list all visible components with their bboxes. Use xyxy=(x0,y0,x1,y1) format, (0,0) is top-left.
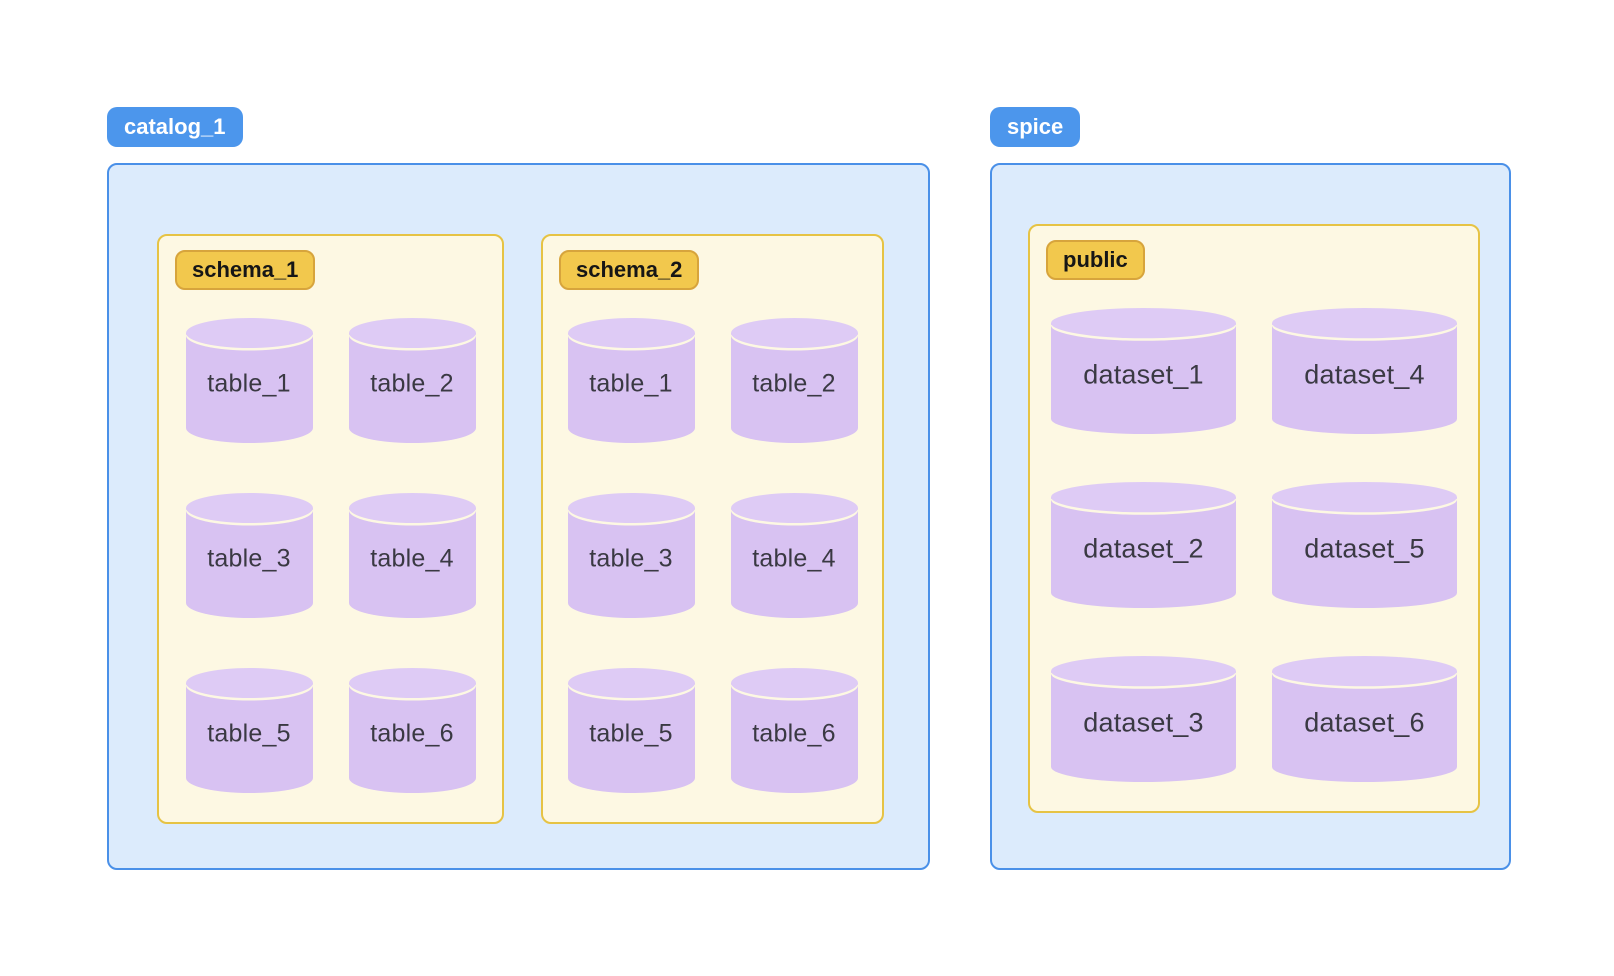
table-label: table_4 xyxy=(752,544,836,573)
public-schema-container: public dataset_1 dataset_2 dataset_3 dat… xyxy=(1028,224,1480,813)
schema-1-badge: schema_1 xyxy=(175,250,316,290)
dataset-cylinder: dataset_3 xyxy=(1051,656,1236,782)
table-label: table_2 xyxy=(752,369,836,398)
public-badge: public xyxy=(1046,240,1145,280)
dataset-cylinder: dataset_5 xyxy=(1272,482,1457,608)
schema-1-container: schema_1 table_1 table_2 table_3 table_4 xyxy=(157,234,504,824)
spice-container: public dataset_1 dataset_2 dataset_3 dat… xyxy=(990,163,1511,870)
table-cylinder: table_6 xyxy=(730,668,858,793)
dataset-cylinder: dataset_1 xyxy=(1051,308,1236,434)
public-dataset-grid: dataset_1 dataset_2 dataset_3 dataset_4 … xyxy=(1030,308,1478,782)
table-label: table_2 xyxy=(370,369,454,398)
table-label: table_5 xyxy=(589,719,673,748)
table-cylinder: table_4 xyxy=(730,493,858,618)
table-cylinder: table_6 xyxy=(348,668,476,793)
dataset-cylinder: dataset_4 xyxy=(1272,308,1457,434)
spice-badge: spice xyxy=(990,107,1081,147)
table-label: table_1 xyxy=(589,369,673,398)
catalog-container: schema_1 table_1 table_2 table_3 table_4 xyxy=(107,163,930,870)
catalog-badge: catalog_1 xyxy=(107,107,243,147)
table-cylinder: table_4 xyxy=(348,493,476,618)
table-label: table_3 xyxy=(589,544,673,573)
dataset-label: dataset_5 xyxy=(1304,533,1425,564)
dataset-cylinder: dataset_2 xyxy=(1051,482,1236,608)
dataset-label: dataset_3 xyxy=(1083,707,1204,738)
schema-1-table-grid: table_1 table_2 table_3 table_4 table_5 xyxy=(159,318,502,793)
schema-2-container: schema_2 table_1 table_2 table_3 table_4 xyxy=(541,234,884,824)
dataset-label: dataset_4 xyxy=(1304,359,1425,390)
table-cylinder: table_5 xyxy=(185,668,313,793)
table-label: table_3 xyxy=(207,544,291,573)
dataset-label: dataset_6 xyxy=(1304,707,1425,738)
table-cylinder: table_1 xyxy=(185,318,313,443)
dataset-label: dataset_1 xyxy=(1083,359,1204,390)
dataset-label: dataset_2 xyxy=(1083,533,1204,564)
table-label: table_6 xyxy=(752,719,836,748)
table-label: table_4 xyxy=(370,544,454,573)
table-cylinder: table_3 xyxy=(185,493,313,618)
table-label: table_6 xyxy=(370,719,454,748)
dataset-cylinder: dataset_6 xyxy=(1272,656,1457,782)
table-cylinder: table_2 xyxy=(348,318,476,443)
table-cylinder: table_5 xyxy=(567,668,695,793)
table-cylinder: table_3 xyxy=(567,493,695,618)
schema-2-badge: schema_2 xyxy=(559,250,700,290)
table-cylinder: table_2 xyxy=(730,318,858,443)
table-cylinder: table_1 xyxy=(567,318,695,443)
table-label: table_1 xyxy=(207,369,291,398)
schema-2-table-grid: table_1 table_2 table_3 table_4 table_5 xyxy=(543,318,882,793)
table-label: table_5 xyxy=(207,719,291,748)
